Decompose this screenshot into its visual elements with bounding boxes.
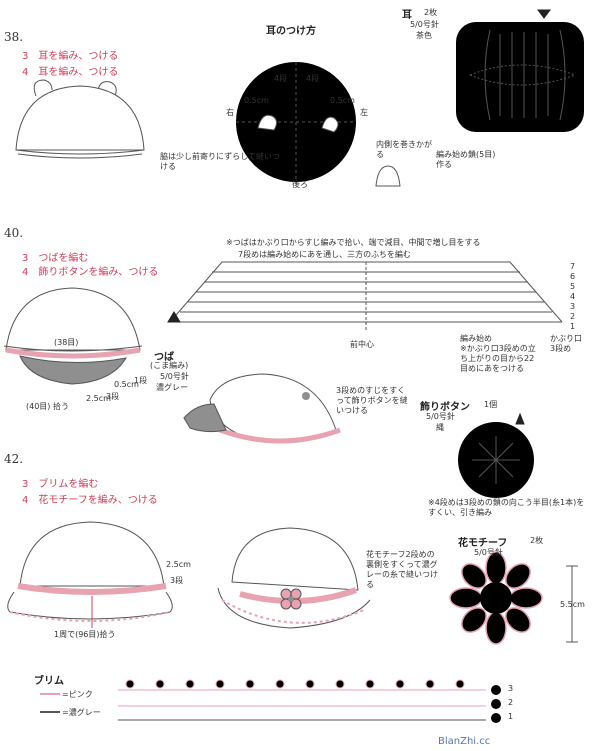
step-text: 3 耳を編み、つける — [22, 51, 119, 62]
chart-note: 7段めは編み始めにあを通し、三方のふちを編む — [238, 250, 411, 259]
chart-note: ※つばはかぶり口からすじ編みで拾い、端で減目、中間で増し目をする — [226, 238, 481, 247]
dim-label: 0.5cm — [114, 380, 139, 389]
ear-color: 茶色 — [416, 31, 432, 40]
flower-count: 2枚 — [530, 536, 544, 545]
button-count: 1個 — [484, 400, 498, 409]
pickup-label: 1周で(96目)拾う — [54, 630, 116, 639]
row-mark: 4 — [570, 292, 576, 301]
bear-hat-drawing — [15, 79, 145, 159]
section-number: 38. — [4, 30, 24, 44]
row-mark: 1 — [570, 322, 576, 331]
dim-label: 0.5cm — [244, 96, 269, 105]
rows-label: 4段 — [274, 74, 288, 83]
step-text: 4 耳を編み、つける — [22, 67, 119, 78]
ear-attach-title: 耳のつけ方 — [266, 26, 316, 37]
cap-drawing — [3, 287, 143, 385]
stitch-count: (38目) — [54, 338, 79, 347]
visor-title: つば — [154, 352, 174, 363]
brim-title: ブリム — [34, 676, 64, 687]
step-text: 3 つばを編む — [22, 253, 89, 264]
row-mark: 2 — [570, 312, 576, 321]
whip-note: 内側を巻きかがる — [376, 140, 432, 159]
button-color: 縄 — [436, 423, 444, 432]
flower-hat-drawing — [217, 527, 371, 629]
center-front-label: 前中心 — [350, 340, 374, 349]
start-note: 編み始め ※かぶり口3段めの立ち上がりの目から22目めにあをつける — [460, 334, 536, 373]
rows-label: 4段 — [306, 74, 320, 83]
visor-needle: 5/0号針 — [160, 372, 189, 381]
dim-label: 3段 — [170, 576, 184, 585]
visor-sub: (こま編み) — [150, 361, 189, 370]
dim-label: 2.5cm — [166, 560, 191, 569]
flower-motif-chart — [449, 551, 578, 645]
button-title: 飾りボタン — [420, 402, 470, 413]
ear-needle: 5/0号針 — [410, 20, 439, 29]
flower-title: 花モチーフ — [458, 538, 508, 549]
row-mark: 2 — [508, 698, 514, 707]
button-needle: 5/0号針 — [426, 412, 455, 421]
watermark: BlanZhi.cc — [438, 736, 491, 747]
ear-title: 耳 — [402, 10, 412, 21]
label-right: 右 — [226, 108, 234, 117]
pickup-label: (40目) 拾う — [26, 402, 69, 411]
brim-hat-drawing — [7, 521, 173, 628]
step-text: 4 飾りボタンを編み、つける — [22, 267, 159, 278]
row-mark: 7 — [570, 262, 576, 271]
flower-size: 5.5cm — [560, 600, 585, 609]
attach-note: 脇は少し前寄りにずらして縫いつける — [160, 152, 280, 171]
label-back: 後ろ — [292, 180, 308, 189]
flower-attach-note: 花モチーフ2段めの裏側をすくって濃グレーの糸で縫いつける — [366, 550, 438, 589]
dim-label: 0.5cm — [330, 96, 355, 105]
dim-label: 1段 — [134, 376, 148, 385]
section-number: 42. — [4, 452, 24, 466]
ear-count: 2枚 — [424, 8, 438, 17]
dim-label: 3段 — [106, 392, 120, 401]
dim-label: 2.5cm — [86, 394, 111, 403]
ear-start-note: 編み始め鎖(5目)作る — [436, 150, 496, 169]
row-mark: 1 — [508, 712, 514, 721]
row-mark: 6 — [570, 272, 576, 281]
section-number: 40. — [4, 226, 24, 240]
flower-needle: 5/0号針 — [474, 548, 503, 557]
row-mark: 3 — [570, 302, 576, 311]
step-text: 4 花モチーフを編み、つける — [22, 495, 158, 506]
visor-color: 濃グレー — [156, 383, 188, 392]
button-motif-chart — [458, 412, 534, 498]
ear-stitch-chart — [456, 9, 584, 132]
ear-attach-diagram — [236, 62, 401, 187]
row-mark: 3 — [508, 684, 514, 693]
button-round-note: ※4段めは3段めの鎖の向こう半目(糸1本)をすくい、引き編み — [428, 498, 585, 517]
kaburi-label: かぶり口 3段め — [550, 334, 582, 353]
brim-stitch-strip — [40, 679, 501, 723]
label-left: 左 — [360, 108, 368, 117]
legend-gray: =濃グレー — [62, 708, 101, 717]
button-note: 3段めのすじをすくって飾りボタンを縫いつける — [336, 386, 408, 415]
visor-stitch-chart — [167, 261, 563, 330]
cap-side-drawing — [183, 373, 341, 444]
legend-pink: =ピンク — [62, 690, 93, 699]
row-mark: 5 — [570, 282, 576, 291]
step-text: 3 ブリムを編む — [22, 479, 99, 490]
